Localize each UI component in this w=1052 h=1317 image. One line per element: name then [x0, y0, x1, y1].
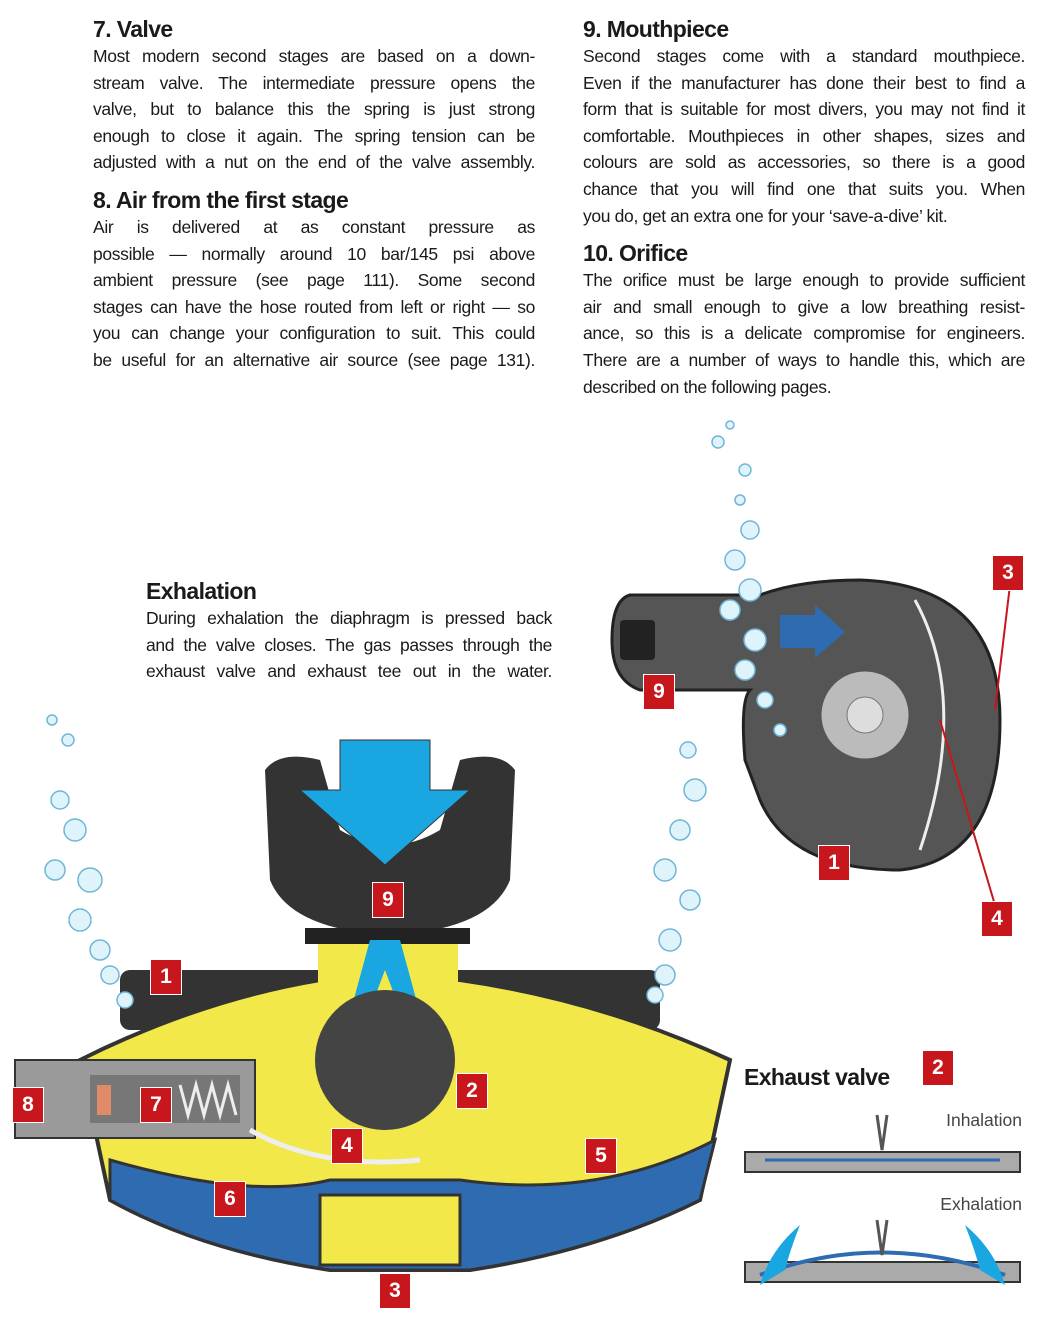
callout-label: 9 [372, 882, 404, 918]
callout-label: 2 [922, 1050, 954, 1086]
callout-label: 5 [585, 1138, 617, 1174]
text-line: The orifice must be large enough to prov… [583, 270, 1025, 291]
text-line: There are a number of ways to handle thi… [583, 349, 1025, 370]
exhalation-caption: Exhalation During exhalation the diaphra… [146, 577, 552, 685]
exhaust-valve-diagrams [744, 1114, 1021, 1285]
callout-label: 3 [379, 1273, 411, 1309]
text-line: air and small enough to give a low breat… [583, 296, 1025, 317]
text-line: colours are sold as accessories, so ther… [583, 152, 1025, 173]
text-line: Most modern second stages are based on a… [93, 46, 535, 66]
callout-label: 1 [818, 845, 850, 881]
section-heading: 7. Valve [93, 16, 173, 42]
inhalation-caption: Inhalation [946, 1110, 1022, 1130]
right-column: 9. Mouthpiece Second stages come with a … [583, 15, 1025, 410]
text-line: you do, get an extra one for your ‘save-… [583, 205, 948, 226]
text-line: possible — normally around 10 bar/145 ps… [93, 243, 535, 264]
left-column: 7. Valve Most modern second stages are b… [93, 15, 535, 384]
text-line: ance, so this is a delicate compromise f… [583, 323, 1025, 344]
callout-label: 1 [150, 959, 182, 995]
callout-label: 9 [643, 674, 675, 710]
section-heading: Exhalation [146, 578, 257, 604]
callout-label: 3 [992, 555, 1024, 591]
side-view-diagram [610, 578, 1011, 906]
text-line: During exhalation the diaphragm is press… [146, 608, 552, 628]
callout-label: 8 [12, 1087, 44, 1123]
section-orifice: 10. Orifice The orifice must be large en… [583, 239, 1025, 400]
callout-label: 4 [981, 901, 1013, 937]
text-line: Air is delivered at as constant pressure… [93, 216, 535, 237]
text-line: and the valve closes. The gas passes thr… [146, 634, 552, 655]
text-line: Even if the manufacturer has done their … [583, 72, 1025, 93]
exhalation-caption-small: Exhalation [940, 1194, 1022, 1214]
text-line: enough to close it again. The spring ten… [93, 125, 535, 146]
section-heading: 9. Mouthpiece [583, 16, 729, 42]
callout-label: 2 [456, 1073, 488, 1109]
text-line: valve, but to balance this the spring is… [93, 99, 535, 120]
text-line: described on the following pages. [583, 376, 832, 397]
text-line: exhaust valve and exhaust tee out in the… [146, 661, 552, 682]
text-line: chance that you will find one that suits… [583, 178, 1025, 199]
text-line: stages can have the hose routed from lef… [93, 296, 535, 317]
exhaust-valve-heading: Exhaust valve [744, 1064, 890, 1090]
section-air-first-stage: 8. Air from the first stage Air is deliv… [93, 186, 535, 374]
text-line: stream valve. The intermediate pressure … [93, 72, 535, 93]
text-line: adjusted with a nut on the end of the va… [93, 152, 535, 173]
section-valve: 7. Valve Most modern second stages are b… [93, 15, 535, 176]
callout-label: 7 [140, 1087, 172, 1123]
text-line: form that is suitable for most divers, y… [583, 99, 1025, 120]
section-mouthpiece: 9. Mouthpiece Second stages come with a … [583, 15, 1025, 229]
text-line: be useful for an alternative air source … [93, 349, 535, 370]
section-heading: 8. Air from the first stage [93, 186, 349, 213]
text-line: Second stages come with a standard mouth… [583, 46, 1025, 66]
text-line: comfortable. Mouthpieces in other shapes… [583, 125, 1025, 146]
bubbles [44, 420, 787, 1009]
text-line: ambient pressure (see page 111). Some se… [93, 270, 535, 291]
text-line: you can change your configuration to sui… [93, 323, 535, 344]
section-heading: 10. Orifice [583, 240, 688, 267]
callout-label: 4 [331, 1128, 363, 1164]
callout-label: 6 [214, 1181, 246, 1217]
